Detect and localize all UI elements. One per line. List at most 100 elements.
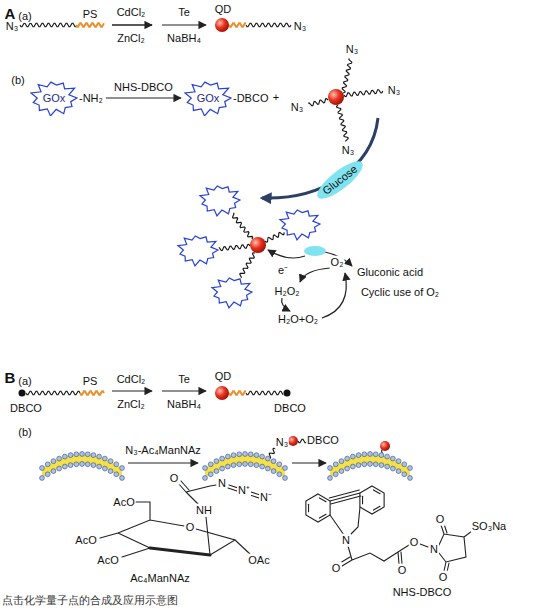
lipid-head — [390, 466, 395, 471]
lipid-head — [108, 469, 113, 474]
scheme-label: ZnCl₂ — [116, 32, 146, 45]
lipid-head — [231, 453, 236, 458]
benzene-rings — [306, 486, 384, 522]
scheme-label: N — [429, 543, 439, 556]
lipid-head — [237, 462, 242, 467]
lipid-head — [333, 462, 338, 467]
lipid-head — [277, 462, 282, 467]
lipid-head — [385, 464, 390, 469]
lipid-head — [51, 469, 56, 474]
scheme-label: PS — [82, 8, 99, 21]
scheme-label: O — [169, 472, 180, 485]
lipid-head — [68, 463, 73, 468]
lipid-head — [102, 456, 107, 461]
scheme-label: N₃ — [341, 144, 355, 157]
lipid-head — [68, 453, 73, 458]
lipid-head — [277, 472, 282, 477]
lipid-head — [396, 459, 401, 464]
glucose-blob — [304, 246, 326, 256]
scheme-label: Ac₄ManNAz — [129, 572, 191, 585]
lipid-head — [85, 452, 90, 457]
quantum-dot — [288, 436, 298, 446]
lipid-head — [396, 469, 401, 474]
lipid-head — [271, 469, 276, 474]
lipid-head — [339, 459, 344, 464]
enzyme-node: GOx-NH₂ — [30, 80, 103, 116]
lipid-head — [120, 476, 125, 481]
ac4mannaz-wedge — [150, 548, 210, 555]
lipid-head — [57, 466, 62, 471]
lipid-head — [114, 472, 119, 477]
scheme-label: N — [217, 477, 227, 490]
enzyme-star: GOx — [30, 80, 78, 116]
lipid-head — [108, 459, 113, 464]
scheme-label: Glucose — [319, 162, 360, 198]
reaction-arrow — [112, 24, 152, 25]
membrane-band — [330, 454, 410, 478]
enzyme-star — [200, 186, 240, 216]
reaction-arrow — [112, 24, 206, 25]
reaction-arrow — [106, 97, 181, 98]
scheme-label: PS — [82, 375, 99, 388]
scheme-label: N₃ — [5, 20, 19, 33]
scheme-label: N — [341, 534, 351, 547]
lipid-head — [260, 454, 265, 459]
lipid-head — [45, 472, 50, 477]
figure-caption: 点击化学量子点的合成及应用示意图 — [2, 594, 178, 607]
ligand-chain — [240, 253, 255, 278]
scheme-label: N₃ — [275, 436, 289, 449]
scheme-label: AcO — [96, 554, 119, 567]
lipid-head — [220, 456, 225, 461]
quantum-dot — [215, 18, 229, 32]
scheme-label: N₃ — [293, 20, 307, 33]
scheme-label: DBCO — [9, 402, 43, 415]
reaction-arrow — [112, 390, 152, 391]
nhs-dbco-bonds — [329, 490, 472, 572]
scheme-label: CdCl₂ — [116, 373, 147, 386]
lipid-head — [208, 472, 213, 477]
lipid-head — [345, 466, 350, 471]
lipid-head — [102, 466, 107, 471]
ligand-chain — [344, 90, 383, 97]
ligand-chain — [229, 391, 246, 394]
scheme-label: DBCO — [273, 402, 307, 415]
lipid-head — [203, 476, 208, 481]
lipid-head — [97, 464, 102, 469]
lipid-head — [220, 466, 225, 471]
ligand-chain — [20, 23, 76, 26]
scheme-label: N₃ — [290, 101, 304, 114]
membrane-band — [205, 454, 285, 478]
aromatic-bond — [319, 514, 326, 518]
quantum-dot — [215, 386, 229, 400]
lipid-head — [356, 463, 361, 468]
scheme-label: ZnCl₂ — [116, 398, 146, 411]
scheme-label: OAc — [247, 554, 270, 567]
lipid-head — [373, 462, 378, 467]
scheme-label: H₂O₂ — [273, 285, 300, 298]
lipid-head — [91, 453, 96, 458]
ligand-chain — [265, 232, 284, 242]
lipid-head — [74, 452, 79, 457]
scheme-label: (a) — [17, 375, 32, 388]
quantum-dot — [328, 89, 344, 105]
lipid-head — [254, 453, 259, 458]
lipid-head — [373, 452, 378, 457]
reaction-arrows — [112, 25, 352, 463]
scheme-label: (b) — [10, 74, 25, 87]
scheme-label: QD — [214, 3, 233, 16]
aromatic-bond — [373, 490, 380, 494]
ligand-chain — [76, 23, 104, 26]
lipid-head — [385, 454, 390, 459]
lipid-head — [45, 462, 50, 467]
lipid-head — [62, 464, 67, 469]
lipid-head — [333, 472, 338, 477]
scheme-label: (a) — [17, 10, 32, 23]
enzyme-name: GOx — [197, 92, 220, 105]
aromatic-bond — [319, 498, 326, 502]
ligand-chain — [342, 58, 352, 93]
lipid-head — [203, 466, 208, 471]
lipid-head — [356, 453, 361, 458]
cycle-arrow — [322, 273, 346, 318]
lipid-head — [120, 466, 125, 471]
